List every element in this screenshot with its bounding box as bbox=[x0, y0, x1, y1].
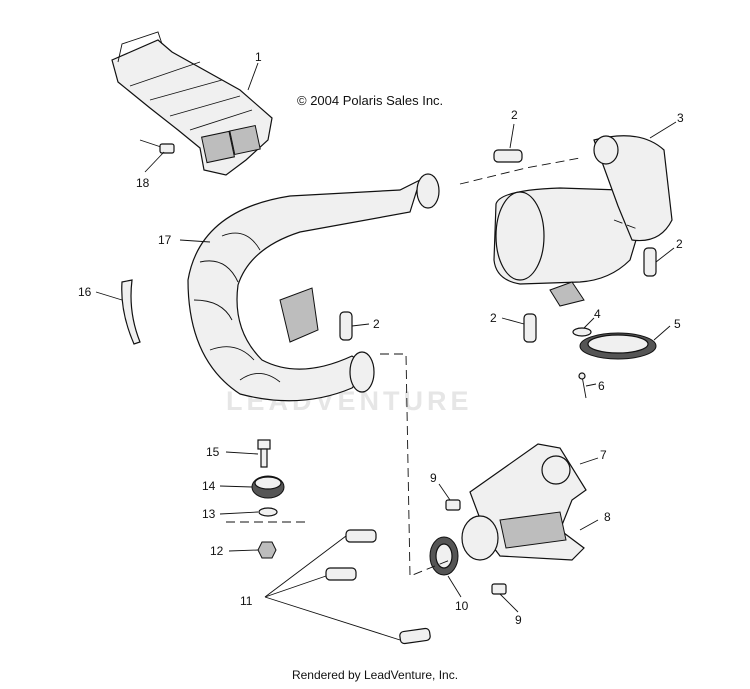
strap-16 bbox=[121, 279, 141, 345]
callout-9-upper: 9 bbox=[430, 471, 437, 485]
callout-15: 15 bbox=[206, 445, 220, 459]
spring-2-center bbox=[339, 311, 353, 341]
callout-17: 17 bbox=[158, 233, 172, 247]
copyright-notice: © 2004 Polaris Sales Inc. bbox=[297, 93, 444, 108]
callout-8: 8 bbox=[604, 510, 611, 524]
spring-11-b bbox=[325, 567, 357, 581]
spring-11-a bbox=[345, 529, 377, 543]
exhaust-manifold bbox=[461, 443, 587, 561]
pin-6 bbox=[578, 372, 587, 399]
washer-4 bbox=[572, 327, 592, 337]
bushing-14 bbox=[251, 475, 285, 499]
callout-6: 6 bbox=[598, 379, 605, 393]
bolt-9-upper bbox=[445, 499, 461, 511]
dashed-line-3 bbox=[613, 219, 641, 231]
callout-9-lower: 9 bbox=[515, 613, 522, 627]
silencer bbox=[493, 135, 673, 307]
callout-2-lower: 2 bbox=[490, 311, 497, 325]
callout-18: 18 bbox=[136, 176, 150, 190]
spring-2-right bbox=[643, 247, 657, 277]
callout-3: 3 bbox=[677, 111, 684, 125]
nut-12 bbox=[257, 541, 277, 559]
callout-2-center: 2 bbox=[373, 317, 380, 331]
expansion-chamber bbox=[187, 173, 440, 402]
spring-2-top bbox=[493, 149, 523, 163]
callout-10: 10 bbox=[455, 599, 469, 613]
dashed-line-1 bbox=[459, 157, 581, 185]
dashed-line-2 bbox=[380, 353, 451, 577]
spring-2-lower bbox=[523, 313, 537, 343]
washer-13 bbox=[258, 507, 278, 517]
callout-13: 13 bbox=[202, 507, 216, 521]
leader-lines bbox=[95, 62, 677, 641]
callout-11: 11 bbox=[240, 594, 253, 608]
callout-14: 14 bbox=[202, 479, 216, 493]
seal-10 bbox=[429, 536, 459, 576]
callout-1: 1 bbox=[255, 50, 262, 64]
mounting-bracket bbox=[111, 31, 273, 176]
grommet-5 bbox=[579, 332, 657, 360]
render-credit: Rendered by LeadVenture, Inc. bbox=[291, 668, 459, 682]
callout-12: 12 bbox=[210, 544, 224, 558]
spring-11-c bbox=[399, 627, 431, 645]
callout-16: 16 bbox=[78, 285, 92, 299]
callout-5: 5 bbox=[674, 317, 681, 331]
callout-2-right: 2 bbox=[676, 237, 683, 251]
bolt-15 bbox=[257, 439, 271, 468]
callout-7: 7 bbox=[600, 448, 607, 462]
bolt-9-lower bbox=[491, 583, 507, 595]
callout-2-top: 2 bbox=[511, 108, 518, 122]
rivet-18 bbox=[139, 139, 175, 154]
callout-4: 4 bbox=[594, 307, 601, 321]
